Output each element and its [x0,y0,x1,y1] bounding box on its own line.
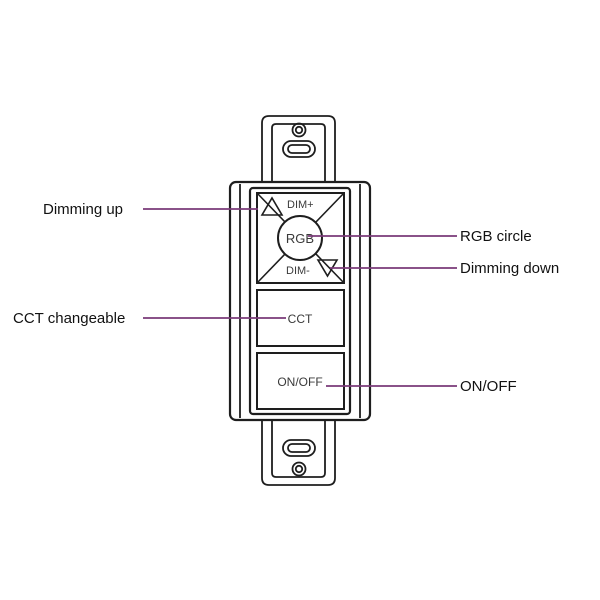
top-mounting-slot [282,140,316,158]
top-mounting-bracket [261,115,336,182]
rgb-button[interactable] [277,215,323,261]
rgb-label: RGB [286,231,314,246]
faceplate [248,186,352,416]
callout-rgb-circle: RGB circle [460,228,532,245]
callout-dimming-down: Dimming down [460,260,559,277]
callout-dimming-up: Dimming up [43,201,123,218]
callout-onoff: ON/OFF [460,378,517,395]
dim-up-label: DIM+ [287,199,314,211]
bottom-screw-hole [291,461,307,477]
onoff-button[interactable] [256,352,345,410]
callout-cct-changeable: CCT changeable [13,310,125,327]
bottom-mounting-bracket [261,420,336,486]
cct-label: CCT [288,312,313,326]
housing-outer [228,180,372,422]
dim-button-panel[interactable] [256,192,345,284]
bottom-bracket-inner [271,420,326,478]
bottom-mounting-slot [282,439,316,457]
top-screw-hole [291,122,307,138]
dim-down-label: DIM- [286,265,310,277]
onoff-label: ON/OFF [277,375,322,389]
triangle-up-icon [260,196,284,216]
